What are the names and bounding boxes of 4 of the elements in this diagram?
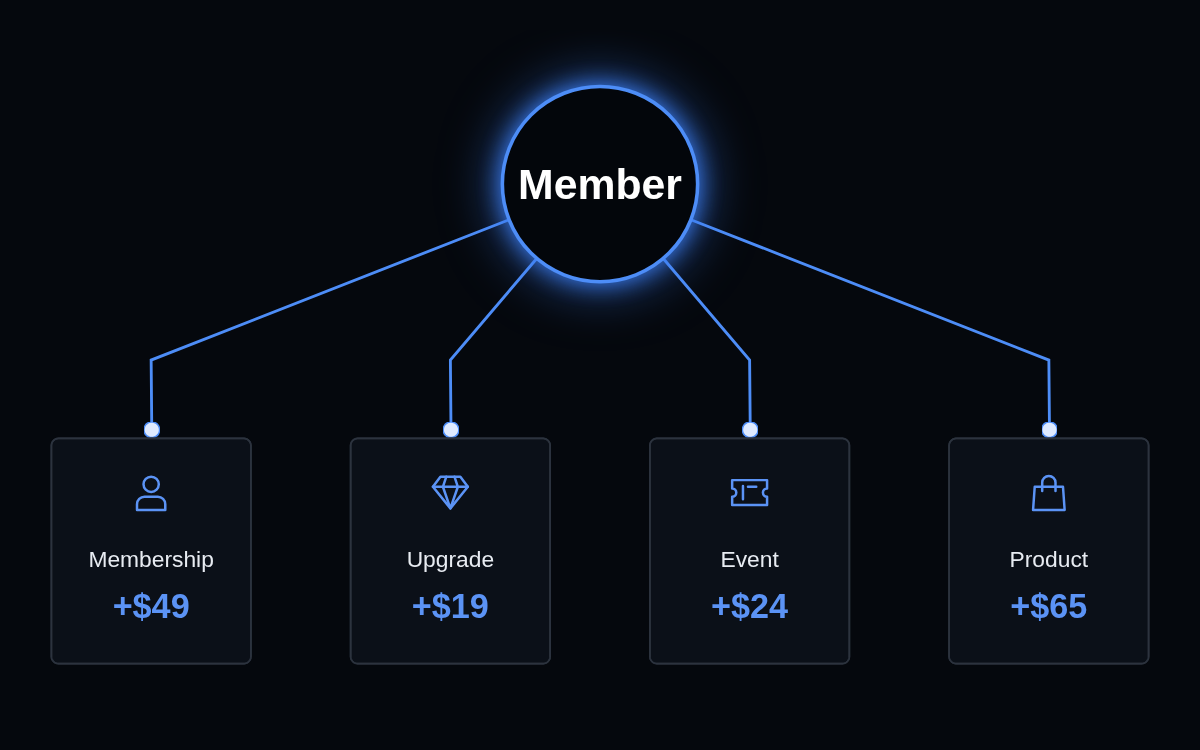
node-circle: Member [500,84,700,284]
connector [143,218,510,440]
connector [662,257,759,440]
connector [442,257,538,440]
